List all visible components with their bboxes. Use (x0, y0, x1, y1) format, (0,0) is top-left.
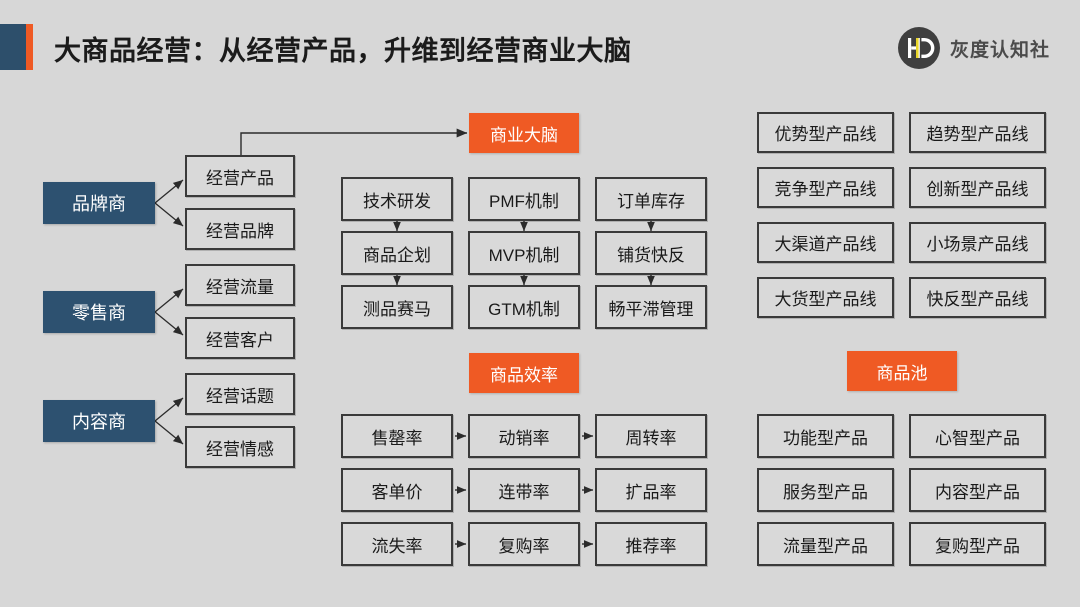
product-line-right-2[interactable]: 创新型产品线 (909, 167, 1046, 208)
actor-retailer-child-1[interactable]: 经营流量 (185, 264, 295, 306)
business-brain-c2-r2[interactable]: MVP机制 (468, 231, 580, 275)
business-brain-header[interactable]: 商业大脑 (469, 113, 579, 153)
goods-efficiency-r2-c3[interactable]: 扩品率 (595, 468, 707, 512)
business-brain-c1-r1[interactable]: 技术研发 (341, 177, 453, 221)
business-brain-c3-r1[interactable]: 订单库存 (595, 177, 707, 221)
goods-pool-right-1[interactable]: 心智型产品 (909, 414, 1046, 458)
actor-brand-child-1[interactable]: 经营产品 (185, 155, 295, 197)
goods-pool-header[interactable]: 商品池 (847, 351, 957, 391)
goods-pool-left-1[interactable]: 功能型产品 (757, 414, 894, 458)
brand-logo: 灰度认知社 (897, 25, 1050, 71)
actor-content-child-1[interactable]: 经营话题 (185, 373, 295, 415)
goods-efficiency-r1-c1[interactable]: 售罄率 (341, 414, 453, 458)
goods-efficiency-r3-c3[interactable]: 推荐率 (595, 522, 707, 566)
header-accent-bar (0, 24, 33, 70)
product-line-left-4[interactable]: 大货型产品线 (757, 277, 894, 318)
business-brain-c3-r2[interactable]: 铺货快反 (595, 231, 707, 275)
goods-efficiency-r1-c2[interactable]: 动销率 (468, 414, 580, 458)
goods-efficiency-header[interactable]: 商品效率 (469, 353, 579, 393)
business-brain-c3-r3[interactable]: 畅平滞管理 (595, 285, 707, 329)
product-line-left-1[interactable]: 优势型产品线 (757, 112, 894, 153)
business-brain-c2-r3[interactable]: GTM机制 (468, 285, 580, 329)
product-line-right-3[interactable]: 小场景产品线 (909, 222, 1046, 263)
actor-retailer[interactable]: 零售商 (43, 291, 155, 333)
header-accent-orange (26, 24, 33, 70)
product-line-right-4[interactable]: 快反型产品线 (909, 277, 1046, 318)
goods-pool-right-3[interactable]: 复购型产品 (909, 522, 1046, 566)
goods-pool-left-2[interactable]: 服务型产品 (757, 468, 894, 512)
business-brain-c2-r1[interactable]: PMF机制 (468, 177, 580, 221)
goods-efficiency-r3-c2[interactable]: 复购率 (468, 522, 580, 566)
product-line-right-1[interactable]: 趋势型产品线 (909, 112, 1046, 153)
business-brain-c1-r2[interactable]: 商品企划 (341, 231, 453, 275)
brand-name: 灰度认知社 (949, 39, 1050, 61)
header-accent-blue (0, 24, 26, 70)
goods-efficiency-r2-c2[interactable]: 连带率 (468, 468, 580, 512)
actor-content[interactable]: 内容商 (43, 400, 155, 442)
hd-monogram-icon (897, 27, 940, 69)
goods-efficiency-r1-c3[interactable]: 周转率 (595, 414, 707, 458)
goods-efficiency-r3-c1[interactable]: 流失率 (341, 522, 453, 566)
page-title: 大商品经营：从经营产品，升维到经营商业大脑 (54, 36, 632, 66)
actor-retailer-child-2[interactable]: 经营客户 (185, 317, 295, 359)
goods-pool-left-3[interactable]: 流量型产品 (757, 522, 894, 566)
actor-brand-child-2[interactable]: 经营品牌 (185, 208, 295, 250)
actor-content-child-2[interactable]: 经营情感 (185, 426, 295, 468)
goods-pool-right-2[interactable]: 内容型产品 (909, 468, 1046, 512)
actor-brand[interactable]: 品牌商 (43, 182, 155, 224)
business-brain-c1-r3[interactable]: 测品赛马 (341, 285, 453, 329)
product-line-left-3[interactable]: 大渠道产品线 (757, 222, 894, 263)
goods-efficiency-r2-c1[interactable]: 客单价 (341, 468, 453, 512)
product-line-left-2[interactable]: 竞争型产品线 (757, 167, 894, 208)
